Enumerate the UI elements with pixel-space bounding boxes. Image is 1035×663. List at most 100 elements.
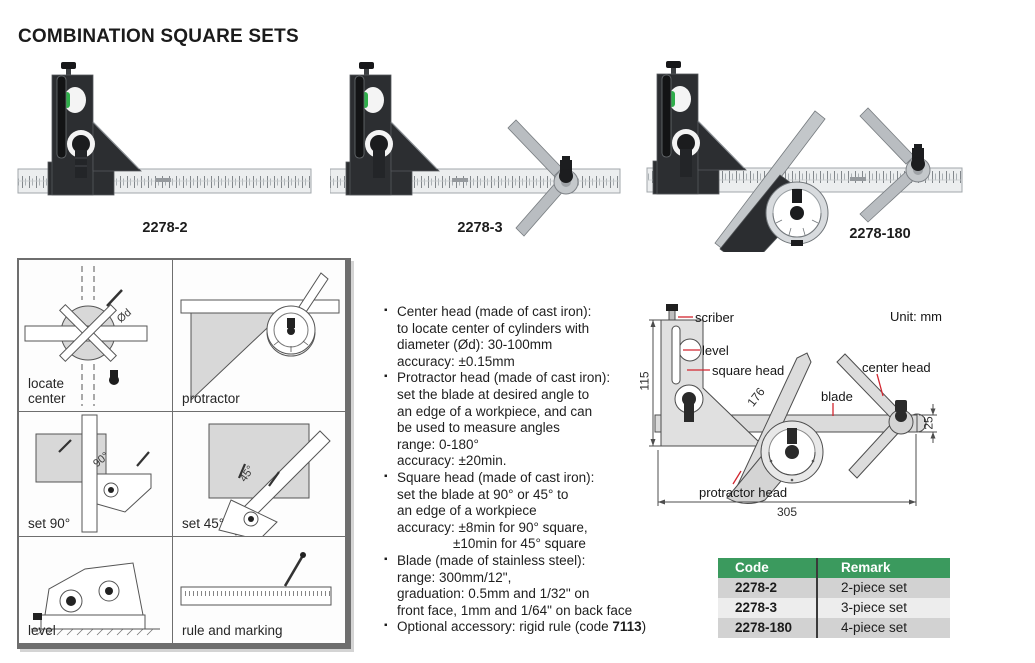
usage-cell-locate-center: Ød locate center xyxy=(19,260,172,411)
label-center-head: center head xyxy=(862,360,931,375)
product-code-table: Code Remark 2278-2 2-piece set 2278-3 3-… xyxy=(718,558,950,638)
spec-line: front face, 1mm and 1/64" on back face xyxy=(383,603,673,620)
table-header-row: Code Remark xyxy=(718,558,950,578)
usage-cell-protractor: protractor xyxy=(173,260,345,411)
spec-line: range: 300mm/12", xyxy=(383,570,673,587)
spec-text: Optional accessory: rigid rule (code xyxy=(397,619,613,635)
spec-line: ±10min for 45° square xyxy=(383,536,673,553)
usage-cell-set-90: 90° set 90° xyxy=(19,412,172,536)
usage-diagram-grid: Ød locate center protractor xyxy=(17,258,351,649)
usage-label-protractor: protractor xyxy=(182,391,240,406)
spec-line: graduation: 0.5mm and 1/32" on xyxy=(383,586,673,603)
dimension-drawing xyxy=(649,304,937,506)
product-2278-2: 2278-2 xyxy=(15,62,315,242)
protractor-usage-diagram xyxy=(180,272,340,402)
label-square-head: square head xyxy=(712,363,785,378)
spec-text: Center head (made of cast iron): xyxy=(397,304,592,319)
spec-text: accuracy: ±0.15mm xyxy=(397,353,515,369)
spec-line: range: 0-180° xyxy=(383,437,673,454)
product-code-label: 2278-2 xyxy=(142,220,188,236)
cell-remark: 3-piece set xyxy=(841,600,908,615)
table-row: 2278-2 2-piece set xyxy=(718,578,950,598)
dim-25: 25 xyxy=(921,416,936,430)
spec-text: range: 0-180° xyxy=(397,436,479,452)
dim-305: 305 xyxy=(776,505,798,519)
spec-text: set the blade at desired angle to xyxy=(397,386,590,402)
rule-and-marking-diagram xyxy=(180,552,332,606)
cell-code: 2278-3 xyxy=(718,598,818,618)
bullet-marker: ▪ xyxy=(384,371,388,383)
spec-text: ±10min for 45° square xyxy=(453,536,586,552)
spec-text: Square head (made of cast iron): xyxy=(397,469,595,485)
spec-line: set the blade at 90° or 45° to xyxy=(383,487,673,504)
product-code-label: 2278-3 xyxy=(457,220,503,236)
spec-text: Blade (made of stainless steel): xyxy=(397,552,586,568)
spec-line: ▪ Square head (made of cast iron): xyxy=(383,470,673,487)
spec-line-optional: ▪ Optional accessory: rigid rule (code 71… xyxy=(383,619,673,636)
spec-text: ) xyxy=(641,619,647,635)
spec-line: accuracy: ±8min for 90° square, xyxy=(383,520,673,537)
product-2278-3: 2278-3 xyxy=(329,62,630,242)
product-code-label: 2278-180 xyxy=(849,226,911,242)
cell-remark: 4-piece set xyxy=(841,620,908,635)
set-45-diagram xyxy=(208,423,331,536)
spec-line: ▪ Blade (made of stainless steel): xyxy=(383,553,673,570)
spec-text: range: 300mm/12", xyxy=(397,569,512,585)
table-row: 2278-3 3-piece set xyxy=(718,598,950,618)
cell-code: 2278-180 xyxy=(718,618,818,638)
usage-label-locate-center: locate center xyxy=(28,376,66,406)
locate-center-diagram xyxy=(24,266,148,406)
spec-text: accuracy: ±8min for 90° square, xyxy=(397,519,588,535)
spec-text: an edge of a workpiece xyxy=(397,503,537,519)
spec-text: accuracy: ±20min. xyxy=(397,453,507,469)
spec-line: an edge of a workpiece xyxy=(383,503,673,520)
product-2278-180: 2278-180 xyxy=(645,57,1035,259)
spec-line: set the blade at desired angle to xyxy=(383,387,673,404)
spec-line: be used to measure angles xyxy=(383,420,673,437)
page-title: COMBINATION SQUARE SETS xyxy=(18,26,299,47)
usage-label-level: level xyxy=(28,623,56,638)
spec-text: an edge of a workpiece, and can xyxy=(397,403,593,419)
usage-label-set-45: set 45° xyxy=(182,516,225,531)
bullet-marker: ▪ xyxy=(384,470,388,482)
accessory-code: 7113 xyxy=(612,619,642,635)
label-scriber: scriber xyxy=(695,310,735,325)
usage-label-set-90: set 90° xyxy=(28,516,71,531)
usage-label-rule-marking: rule and marking xyxy=(182,623,283,638)
spec-line: an edge of a workpiece, and can xyxy=(383,404,673,421)
spec-line: ▪ Protractor head (made of cast iron): xyxy=(383,370,673,387)
spec-text: Protractor head (made of cast iron): xyxy=(397,370,611,386)
bullet-marker: ▪ xyxy=(384,305,388,316)
spec-line: accuracy: ±20min. xyxy=(383,453,673,470)
label-level: level xyxy=(702,343,729,358)
table-row: 2278-180 4-piece set xyxy=(718,618,950,638)
unit-label: Unit: mm xyxy=(890,309,942,324)
spec-text: diameter (Ød): 30-100mm xyxy=(397,337,553,353)
spec-line: ▪ Center head (made of cast iron): xyxy=(383,304,673,321)
usage-cell-set-45: 45° set 45° xyxy=(173,412,345,536)
usage-cell-rule-marking: rule and marking xyxy=(173,537,345,643)
cell-code: 2278-2 xyxy=(718,578,818,598)
spec-line: to locate center of cylinders with xyxy=(383,321,673,338)
spec-line: accuracy: ±0.15mm xyxy=(383,354,673,371)
spec-text: to locate center of cylinders with xyxy=(397,320,590,336)
spec-text: set the blade at 90° or 45° to xyxy=(397,486,569,502)
bullet-marker: ▪ xyxy=(384,620,388,632)
combination-square-2-piece-photo xyxy=(17,62,312,196)
label-blade: blade xyxy=(821,389,853,404)
technical-diagram: scriber level square head center head bl… xyxy=(638,300,1035,528)
spec-list: ▪ Center head (made of cast iron): to loc… xyxy=(383,304,673,636)
combination-square-4-piece-photo xyxy=(646,61,963,259)
bullet-marker: ▪ xyxy=(384,553,388,565)
set-90-diagram xyxy=(35,414,152,533)
spec-text: graduation: 0.5mm and 1/32" on xyxy=(397,586,590,602)
spec-text: be used to measure angles xyxy=(397,420,560,436)
table-header-code: Code xyxy=(718,558,818,578)
cell-remark: 2-piece set xyxy=(841,580,908,595)
table-header-remark: Remark xyxy=(841,560,891,575)
spec-text: front face, 1mm and 1/64" on back face xyxy=(397,602,633,618)
dim-115: 115 xyxy=(637,371,652,391)
combination-square-3-piece-photo xyxy=(329,62,621,237)
usage-cell-level: level xyxy=(19,537,172,643)
label-protractor-head: protractor head xyxy=(699,485,788,500)
